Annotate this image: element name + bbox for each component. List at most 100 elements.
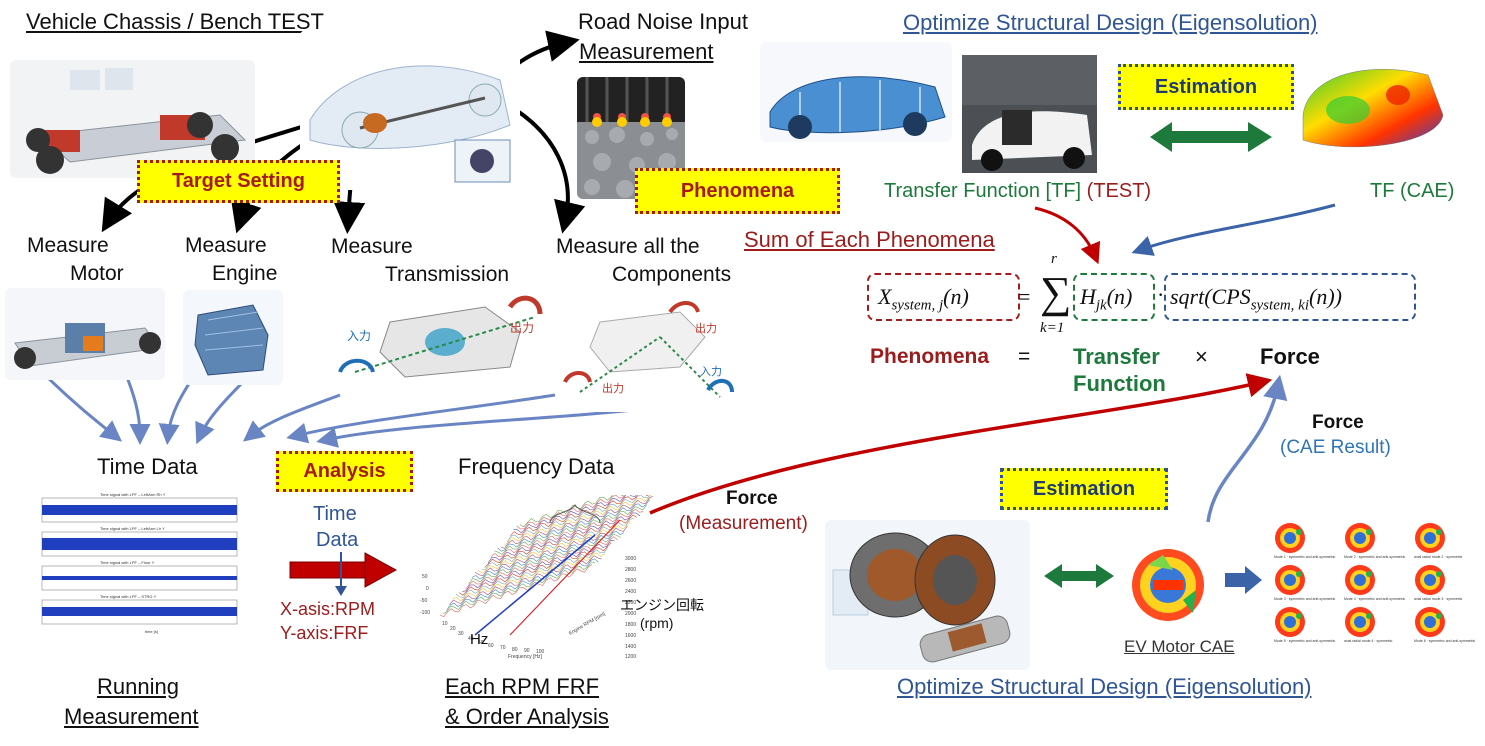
car-heatmap — [1288, 55, 1453, 160]
mode-label: Mode 3 · symmetric and anti-symmetric — [1274, 597, 1336, 601]
engine-photo — [183, 290, 283, 385]
mode-label: axial radial mode 3 · symmetric — [1414, 597, 1463, 601]
motor-photo — [5, 288, 165, 380]
component-output-label-2: 出力 — [602, 383, 624, 395]
freq-hz-tick-8: 90 — [524, 648, 530, 654]
freq-data-title: Frequency Data — [458, 454, 615, 479]
force-meas-sub: (Measurement) — [679, 513, 808, 534]
tag-phenomena: Phenomena — [635, 168, 840, 214]
component-output-label: 出力 — [695, 323, 717, 335]
measure-trans-2: Transmission — [385, 263, 510, 286]
mode-shape: axial radial mode 4 · symmetric — [1344, 607, 1393, 643]
equation-sum-bottom: k=1 — [1040, 320, 1065, 336]
equation-sqrt: sqrt(CPSsystem, ki(n)) — [1170, 284, 1342, 314]
freq-rpm-tick-8: 1400 — [625, 644, 636, 650]
waterfall-line — [491, 508, 644, 557]
tag-estimation-bottom: Estimation — [1000, 468, 1168, 510]
freq-hz-tick-6: 70 — [500, 645, 506, 651]
equation-h-var: H — [1080, 284, 1096, 309]
freq-hz-tick-4: 50 — [478, 640, 484, 646]
word-transfer-2: Function — [1073, 371, 1166, 396]
measure-engine-1: Measure — [185, 234, 267, 257]
gearbox-input-label: 入力 — [347, 329, 372, 343]
force-cae-title: Force — [1312, 412, 1364, 433]
freq-hz-tick-7: 80 — [512, 647, 518, 653]
equation-force-box — [1164, 273, 1416, 321]
equation-lhs-arg: (n) — [943, 284, 969, 309]
analysis-x-axis: X-asis:RPM — [280, 599, 376, 619]
mode-label: axial radial mode 4 · symmetric — [1344, 639, 1393, 643]
freq-db-tick-1: 0 — [426, 586, 429, 592]
freq-rpm-tick-0: 3000 — [625, 556, 636, 562]
tf-cae-label: TF (CAE) — [1370, 181, 1454, 201]
waterfall-line — [487, 512, 641, 564]
equation-lhs-var: X — [878, 284, 892, 309]
title-optimize-bottom: Optimize Structural Design (Eigensolutio… — [897, 674, 1312, 699]
title-optimize-top: Optimize Structural Design (Eigensolutio… — [903, 10, 1318, 35]
ev-motor-label: EV Motor CAE — [1124, 637, 1235, 656]
measure-trans-1: Measure — [331, 235, 413, 258]
freq-xaxis-label: Frequency [Hz] — [508, 654, 543, 660]
component-input-label: 入力 — [700, 366, 722, 378]
freq-engine-label: エンジン回転 — [620, 597, 704, 613]
analysis-y-axis: Y-axis:FRF — [280, 623, 369, 643]
freq-rpm-tick-1: 2800 — [625, 567, 636, 573]
freq-hz-tick-2: 30 — [458, 631, 464, 637]
mode-label: Mode 5 · symmetric and anti-symmetric — [1274, 639, 1336, 643]
waterfall-plot: 3000 2800 2600 2400 2200 2000 1800 1600 … — [420, 473, 673, 660]
car-body-photo — [760, 42, 952, 142]
waterfall-line — [510, 486, 663, 537]
analysis-time-1: Time — [313, 503, 357, 525]
force-meas-title: Force — [726, 488, 778, 509]
equation-sqrt-arg: (n)) — [1309, 284, 1342, 309]
label-running-2: Measurement — [64, 704, 199, 729]
equation-h-arg: (n) — [1106, 284, 1133, 309]
title-road-noise-2: Measurement — [579, 39, 714, 64]
waterfall-line — [481, 518, 634, 570]
mode-label: axial radial mode 2 · symmetric — [1414, 555, 1463, 559]
waterfall-line — [478, 520, 631, 574]
waterfall-line — [462, 540, 615, 593]
waterfall-line — [500, 495, 653, 549]
freq-rpm-tick-6: 1800 — [625, 622, 636, 628]
mode-label: Mode 4 · symmetric and anti-symmetric — [1344, 597, 1406, 601]
waterfall-line — [459, 542, 612, 596]
gearbox-diagram: 入力 出力 — [335, 292, 550, 392]
waterfall-line — [455, 546, 609, 598]
gearbox-output-label: 出力 — [510, 321, 535, 335]
time-plot-title-4: Time signal with LPF – STRG Y — [100, 594, 157, 599]
waterfall-line — [484, 514, 637, 568]
mode-shape: Mode 1 · symmetric and anti-symmetric — [1274, 523, 1336, 559]
mode-label: Mode 1 · symmetric and anti-symmetric — [1274, 555, 1336, 559]
time-signal-plots: Time signal with LPF – LeftArm Rh Y Time… — [30, 490, 245, 635]
freq-rpm-tick-5: 2000 — [625, 611, 636, 617]
analysis-time-2: Data — [316, 529, 359, 551]
equation-dot: · — [1157, 282, 1165, 307]
double-arrow-green-top — [1150, 122, 1272, 152]
time-plot-title-1: Time signal with LPF – LeftArm Rh Y — [100, 492, 166, 497]
measure-all-1: Measure all the — [556, 235, 700, 258]
waterfall-line — [506, 490, 660, 543]
arrow-to-modes — [1225, 566, 1262, 594]
freq-yaxis-label: Engine RPM [rpm] — [568, 611, 607, 637]
mode-label: Mode 2 · symmetric and anti-symmetric — [1344, 555, 1406, 559]
freq-db-tick-0: 50 — [422, 574, 428, 580]
freq-hz-tick-5: 60 — [488, 643, 494, 649]
freq-rpm-label: (rpm) — [640, 615, 674, 631]
mode-label: Mode 6 · symmetric and anti-symmetric — [1414, 639, 1476, 643]
word-force: Force — [1260, 344, 1320, 369]
double-arrow-green-bottom — [1044, 564, 1114, 588]
mode-shape: axial radial mode 2 · symmetric — [1414, 523, 1463, 559]
equation-sum-title: Sum of Each Phenomena — [744, 227, 995, 252]
measure-engine-2: Engine — [212, 262, 278, 285]
anechoic-room-photo — [962, 55, 1097, 173]
tf-cae-text: TF (CAE) — [1370, 180, 1455, 202]
waterfall-line — [452, 553, 605, 602]
freq-db-tick-2: -50 — [420, 598, 427, 604]
title-road-noise-1: Road Noise Input — [578, 9, 748, 34]
waterfall-line — [519, 473, 673, 528]
equation-h: Hjk(n) — [1080, 284, 1132, 314]
measure-motor-1: Measure — [27, 234, 109, 257]
freq-db-tick-3: -100 — [420, 610, 430, 616]
ev-motor-photo — [825, 520, 1030, 670]
